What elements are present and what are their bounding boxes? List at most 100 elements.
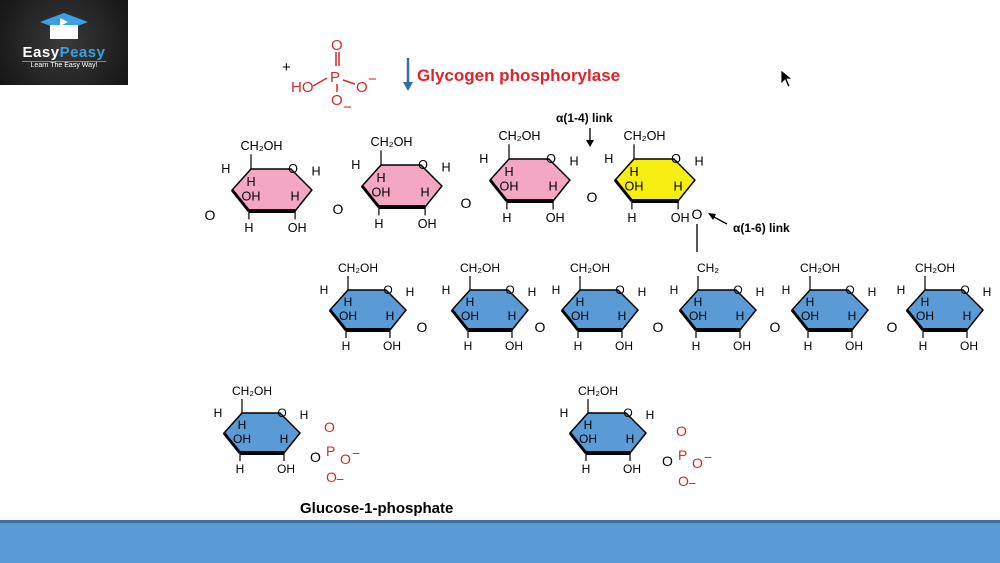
logo-text-easy: Easy [22,44,60,61]
h-label: H [626,432,635,446]
minus-sign: − [368,71,377,88]
h-label: H [238,418,247,432]
h-label: H [300,408,309,422]
oh-label: OH [671,211,690,225]
h-label: H [638,285,647,299]
oh-label: OH [960,339,978,353]
h-label: H [806,295,815,309]
minus-sign: − [343,99,352,116]
ring-oxygen-label: O [623,406,632,420]
h-label: H [351,158,360,172]
ch2oh-label: CH₂OH [915,261,955,275]
oh-label: OH [571,309,589,323]
h-label: H [504,165,513,179]
h-label: H [442,283,451,297]
h-label: H [604,152,613,166]
phosphate-p: P [326,443,335,459]
glycosidic-oxygen-label: O [461,195,472,211]
minus-sign: − [336,471,344,487]
easypeasy-logo: EasyPeasy Learn The Easy Way! [0,0,128,85]
h-label: H [236,462,245,476]
h-label: H [312,164,321,178]
oh-label: OH [339,309,357,323]
glycosidic-oxygen-label: O [653,319,664,335]
phosphate-p: P [678,447,687,463]
ring-oxygen-label: O [418,158,428,172]
oh-label: OH [845,339,863,353]
glycosidic-oxygen-label: O [692,206,703,222]
h-label: H [291,190,300,204]
phosphate-p: P [330,69,340,86]
ring-oxygen-label: O [546,152,556,166]
oh-label: OH [500,180,519,194]
h-label: H [246,175,255,189]
phosphate-o: O [676,423,687,439]
enzyme-arrow-icon [403,58,413,91]
minus-sign: − [688,475,696,491]
h-label: H [963,309,972,323]
h-label: H [897,283,906,297]
h-label: H [376,171,385,185]
h-label: H [629,165,638,179]
h-label: H [804,339,813,353]
h-label: H [342,339,351,353]
phosphate-o-bottom: O [331,92,343,109]
alpha-1-6-link-label: α(1-6) link [733,221,790,235]
ring-oxygen-label: O [505,283,514,297]
ring-oxygen-label: O [960,283,969,297]
ring-oxygen-label: O [288,162,298,176]
ch2oh-label: CH₂OH [800,261,840,275]
h-label: H [848,309,857,323]
ch2oh-label: CH₂ [697,261,719,275]
h-label: H [921,295,930,309]
h-label: H [560,406,569,420]
ch2oh-label: CH₂OH [624,129,666,143]
h-label: H [221,162,230,176]
h-label: H [919,339,928,353]
mouse-cursor-icon [780,69,794,88]
h-label: H [214,406,223,420]
h-label: H [280,432,289,446]
minus-sign: − [704,449,712,465]
h-label: H [576,295,585,309]
oh-label: OH [505,339,523,353]
h-label: H [756,285,765,299]
oh-label: OH [615,339,633,353]
h-label: H [983,285,992,299]
logo-text-peasy: Peasy [59,44,106,61]
h-label: H [508,309,517,323]
phosphate-reagent: + HO P O O − O − [282,37,377,116]
phosphate-o: O [692,455,703,471]
h-label: H [692,339,701,353]
ch2oh-label: CH₂OH [232,384,272,398]
h-label: H [736,309,745,323]
h-label: H [502,211,511,225]
phosphate-o-top: O [331,37,343,54]
h-label: H [868,285,877,299]
h-label: H [406,285,415,299]
glycosidic-oxygen-label: O [205,207,216,223]
ring-oxygen-label: O [671,152,681,166]
h-label: H [570,154,579,168]
glycosidic-oxygen-label: O [333,201,344,217]
oh-label: OH [625,180,644,194]
h-label: H [386,309,395,323]
h-label: H [374,217,383,231]
h-label: H [320,283,329,297]
h-label: H [574,339,583,353]
glycosidic-oxygen-label: O [770,319,781,335]
ring-oxygen-label: O [277,406,286,420]
arrow-left-icon [708,213,728,225]
